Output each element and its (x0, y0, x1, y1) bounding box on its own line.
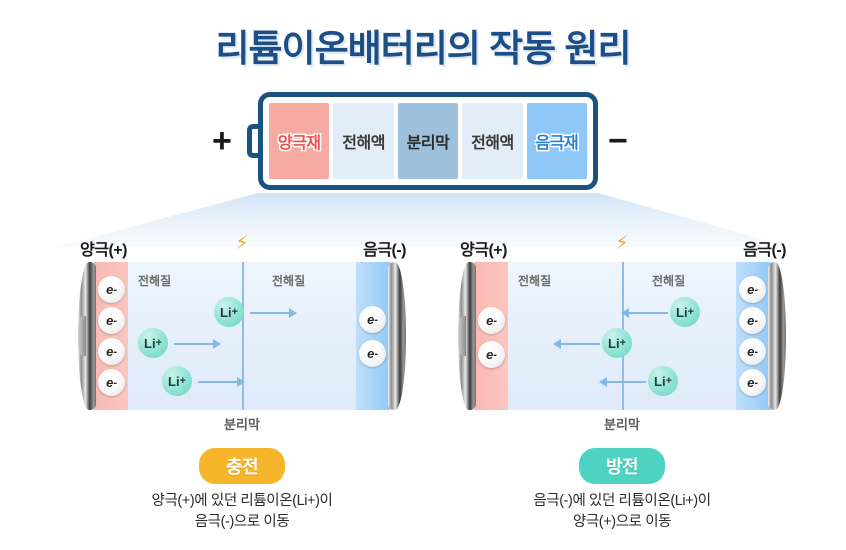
electron-chip: e- (739, 276, 766, 303)
electron-chip: e- (739, 338, 766, 365)
discharging-description-line2: 양극(+)으로 이동 (572, 514, 672, 531)
cell-discharging-body: 전해질 전해질 e- e- e- e- e- e- Li+ Li+ Li+ (452, 262, 792, 410)
lithium-ion-chip: Li+ (602, 328, 632, 358)
charging-description-line2: 음극(-)으로 이동 (194, 514, 290, 531)
electron-chip: e- (359, 306, 386, 333)
battery-schematic: + − 양극재 전해액 분리막 전해액 음극재 (0, 88, 846, 193)
cell-charging-body: 전해질 전해질 e- e- e- e- e- e- Li+ Li+ Li+ (72, 262, 412, 410)
cell-charging-separator-line (242, 262, 244, 410)
lithium-ion-chip: Li+ (670, 297, 700, 327)
discharge-badge: 방전 (578, 448, 666, 484)
charge-badge: 충전 (198, 448, 286, 484)
caption-discharging: 방전 음극(-)에 있던 리튬이온(Li+)이 양극(+)으로 이동 (452, 448, 792, 533)
lithium-ion-chip: Li+ (648, 366, 678, 396)
cell-charging-electrolyte-label-right: 전해질 (272, 274, 306, 288)
ion-flow-arrow (174, 339, 221, 349)
cell-discharging-terminal-bump (458, 316, 466, 356)
cell-discharging-left-cap (458, 262, 476, 410)
caption-charging: 충전 양극(+)에 있던 리튬이온(Li+)이 음극(-)으로 이동 (72, 448, 412, 533)
cell-discharging-right-cap (768, 262, 786, 410)
page-title: 리튬이온배터리의 작동 원리 (215, 28, 631, 69)
electron-chip: e- (98, 338, 125, 365)
lightning-bolt-icon: ⚡ (615, 233, 629, 254)
electron-chip: e- (739, 369, 766, 396)
charging-description: 양극(+)에 있던 리튬이온(Li+)이 음극(-)으로 이동 (72, 491, 412, 533)
cell-charging-anode-layer (356, 262, 390, 410)
cell-charging-negative-label: 음극(-) (363, 242, 406, 259)
lithium-ion-chip: Li+ (138, 328, 168, 358)
lithium-ion-chip: Li+ (214, 297, 244, 327)
electron-chip: e- (98, 276, 125, 303)
battery-segment-cathode: 양극재 (269, 103, 330, 179)
cell-discharging-negative-label: 음극(-) (743, 242, 786, 259)
cell-diagram-discharging: 양극(+) ⚡ 음극(-) 전해질 전해질 e- e- e- e- e- e- … (452, 233, 792, 436)
lightning-bolt-icon: ⚡ (235, 233, 249, 254)
electron-chip: e- (478, 307, 505, 334)
ion-flow-arrow (250, 308, 297, 318)
cell-diagram-charging: 양극(+) ⚡ 음극(-) 전해질 전해질 e- e- e- e- e- e- … (72, 233, 412, 436)
cell-charging-positive-label: 양극(+) (80, 242, 127, 259)
cell-discharging-electrolyte-label-right: 전해질 (652, 274, 686, 288)
cell-charging-left-cap (78, 262, 96, 410)
charging-description-line1: 양극(+)에 있던 리튬이온(Li+)이 (151, 493, 333, 509)
ion-flow-arrow (599, 377, 646, 387)
battery-segment-electrolyte-2: 전해액 (462, 103, 523, 179)
battery-segment-electrolyte-1: 전해액 (333, 103, 394, 179)
ion-flow-arrow (553, 339, 600, 349)
ion-flow-arrow (198, 377, 245, 387)
electron-chip: e- (478, 341, 505, 368)
lithium-ion-chip: Li+ (162, 366, 192, 396)
battery-segment-separator: 분리막 (397, 103, 459, 179)
cell-charging-electrolyte-label-left: 전해질 (138, 274, 172, 288)
cell-discharging-positive-label: 양극(+) (460, 242, 507, 259)
discharging-description: 음극(-)에 있던 리튬이온(Li+)이 양극(+)으로 이동 (452, 491, 792, 533)
zoom-funnel-connector (0, 193, 846, 249)
battery-terminal-nub (247, 124, 261, 158)
electron-chip: e- (98, 369, 125, 396)
ion-flow-arrow (621, 308, 668, 318)
electron-chip: e- (98, 307, 125, 334)
battery-positive-terminal-symbol: + (212, 121, 232, 160)
cell-charging-separator-label: 분리막 (224, 417, 260, 432)
cell-discharging-cathode-layer (474, 262, 508, 410)
electron-chip: e- (739, 307, 766, 334)
battery-negative-terminal-symbol: − (608, 121, 628, 160)
battery-body: 양극재 전해액 분리막 전해액 음극재 (258, 92, 598, 190)
cell-discharging-electrolyte-label-left: 전해질 (518, 274, 552, 288)
discharging-description-line1: 음극(-)에 있던 리튬이온(Li+)이 (533, 493, 711, 509)
cell-charging-terminal-bump (78, 316, 86, 356)
cell-discharging-separator-label: 분리막 (604, 417, 640, 432)
battery-segment-anode: 음극재 (526, 103, 588, 179)
electron-chip: e- (359, 340, 386, 367)
cell-charging-right-cap (388, 262, 406, 410)
